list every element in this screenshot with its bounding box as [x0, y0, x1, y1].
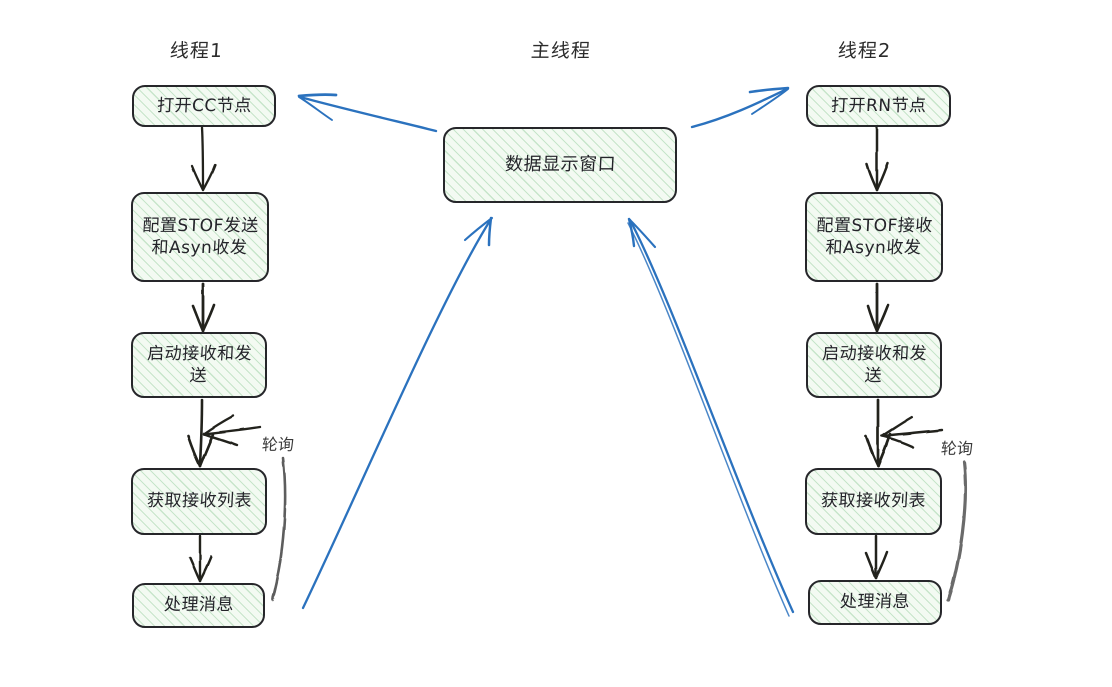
edge-label-poll-right: 轮询 — [940, 439, 974, 458]
node-open-rn-node[interactable]: 打开RN节点 — [806, 85, 951, 127]
node-label: 启动接收和发送 — [821, 343, 928, 386]
cross-thread-arrows — [297, 86, 795, 617]
node-config-stof-recv-asyn[interactable]: 配置STOF接收和Asyn收发 — [805, 192, 943, 282]
node-get-recv-list[interactable]: 获取接收列表 — [131, 468, 267, 535]
column-title-thread1: 线程1 — [169, 40, 224, 62]
node-process-message[interactable]: 处理消息 — [132, 583, 265, 628]
left-flow-arrows — [186, 126, 217, 583]
node-label: 打开RN节点 — [830, 95, 927, 116]
node-label: 获取接收列表 — [820, 491, 927, 512]
arrow-center-to-thread1 — [297, 93, 438, 133]
right-poll-arrowhead — [880, 415, 944, 449]
node-label: 配置STOF接收和Asyn收发 — [815, 215, 934, 258]
node-label: 处理消息 — [839, 592, 911, 613]
node-label: 配置STOF发送和Asyn收发 — [141, 215, 260, 258]
node-label: 处理消息 — [162, 595, 235, 616]
edge-label-poll-left: 轮询 — [261, 435, 295, 454]
node-label: 打开CC节点 — [156, 95, 252, 116]
left-poll-arrowhead — [202, 414, 262, 447]
node-label: 数据显示窗口 — [503, 154, 617, 176]
column-title-thread2: 线程2 — [837, 40, 892, 62]
node-data-display-window[interactable]: 数据显示窗口 — [443, 127, 677, 203]
left-poll-curve — [270, 456, 287, 602]
node-start-recv-send[interactable]: 启动接收和发送 — [131, 332, 267, 398]
node-get-recv-list-2[interactable]: 获取接收列表 — [805, 468, 942, 535]
node-process-message-2[interactable]: 处理消息 — [808, 580, 942, 625]
node-config-stof-send-asyn[interactable]: 配置STOF发送和Asyn收发 — [131, 192, 269, 282]
right-flow-arrows — [864, 126, 892, 580]
node-label: 启动接收和发送 — [146, 343, 253, 386]
right-poll-curve — [946, 460, 967, 602]
arrow-center-to-thread2 — [690, 86, 790, 129]
node-start-recv-send-2[interactable]: 启动接收和发送 — [806, 332, 942, 398]
node-label: 获取接收列表 — [145, 491, 253, 512]
node-open-cc-node[interactable]: 打开CC节点 — [132, 85, 276, 127]
arrow-thread2-to-center — [627, 217, 795, 617]
column-title-main-thread: 主线程 — [530, 40, 592, 62]
arrow-thread1-to-center — [301, 216, 494, 610]
